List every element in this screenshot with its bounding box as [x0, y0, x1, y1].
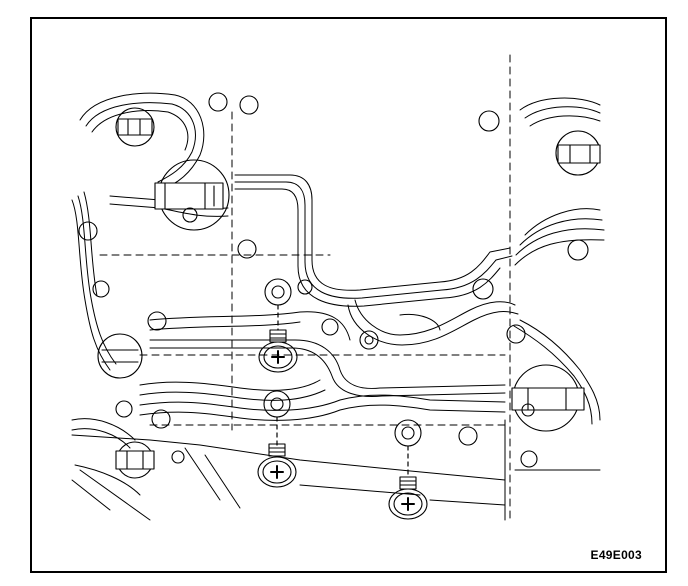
solenoid-center: [154, 159, 230, 231]
valve-body-lower-edge: [71, 419, 601, 521]
figure-frame: [30, 17, 667, 573]
valve-body-holes: [78, 92, 589, 468]
bolt-lower-right: [388, 476, 428, 520]
figure-id-label: E49E003: [590, 548, 642, 562]
bolt-holes: [263, 278, 422, 447]
separator-plate-outline: [99, 54, 511, 521]
valve-body-channels: [71, 92, 605, 496]
solenoid-upper-right: [555, 130, 601, 176]
solenoid-upper-left: [115, 107, 155, 147]
bolt-leader-lines: [276, 304, 409, 479]
bolt-upper: [258, 329, 298, 373]
solenoid-lower-left: [115, 441, 155, 479]
bolt-lower-left: [257, 443, 297, 488]
solenoid-right: [511, 364, 585, 432]
solenoid-left: [97, 333, 143, 379]
